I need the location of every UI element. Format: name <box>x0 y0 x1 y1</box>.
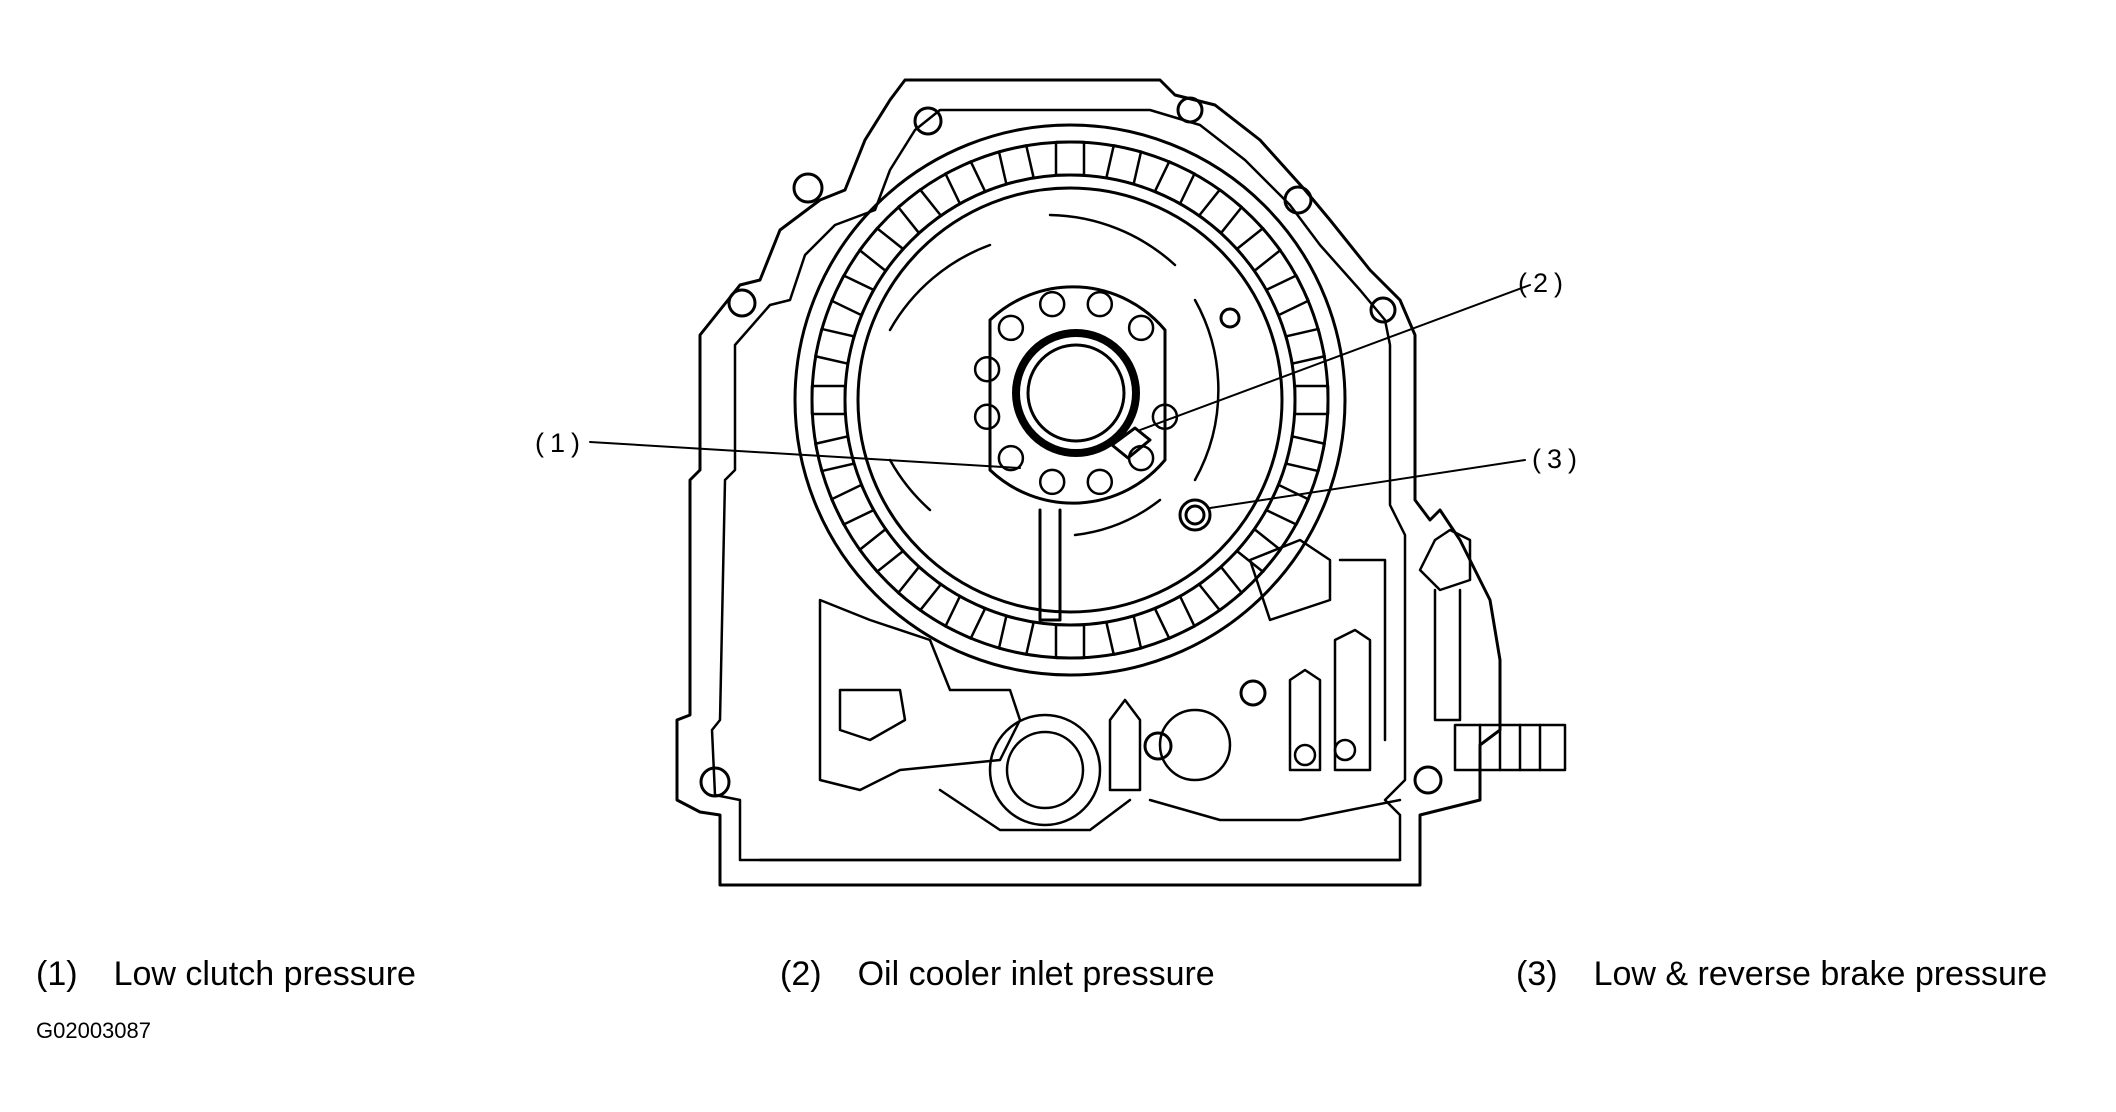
transmission-case-drawing: (1) (2) (3) <box>535 78 1583 887</box>
figure-id: G02003087 <box>36 1018 151 1043</box>
clutch-drum-edge <box>856 186 1284 614</box>
clutch-tooth <box>1105 614 1143 656</box>
hub-hole <box>997 314 1025 342</box>
hub-hole <box>1127 314 1155 342</box>
clutch-tooth <box>810 384 847 416</box>
valve-body <box>758 538 1402 862</box>
brake-pressure-port-inner <box>1184 504 1206 526</box>
clutch-tooth <box>997 614 1035 656</box>
clutch-tooth <box>1265 274 1310 317</box>
hub-hole <box>973 403 1001 431</box>
hub-hole <box>1086 468 1114 496</box>
legend-number: (2) <box>780 955 822 993</box>
clutch-tooth <box>1198 565 1244 612</box>
clutch-drum-inner <box>843 173 1297 627</box>
hub-hole <box>1127 444 1155 472</box>
hub-hole <box>997 444 1025 472</box>
side-plug <box>1418 528 1567 772</box>
clutch-tooth <box>1198 188 1244 235</box>
hub-plate <box>988 285 1167 505</box>
legend-item-3: (3) Low & reverse brake pressure <box>1516 955 2047 994</box>
callout-3: (3) <box>1532 444 1583 474</box>
clutch-tooth <box>1153 160 1196 205</box>
hub-hole <box>1038 290 1066 318</box>
oil-cooler-port <box>1110 426 1152 460</box>
case-outline <box>675 78 1502 887</box>
clutch-tooth <box>896 565 942 612</box>
clutch-tooth <box>944 160 987 205</box>
clutch-tooth <box>1235 226 1282 272</box>
hub-hole <box>1038 468 1066 496</box>
clutch-tooth <box>858 528 905 574</box>
clutch-tooth <box>1265 483 1310 526</box>
clutch-tooth <box>1284 327 1326 365</box>
leader-lines <box>589 284 1531 509</box>
legend-label: Low clutch pressure <box>113 955 416 993</box>
clutch-tooth <box>944 595 987 640</box>
clutch-drum-ring <box>810 140 1330 660</box>
clutch-tooth <box>830 274 875 317</box>
central-bore <box>1012 329 1140 457</box>
bolt-holes <box>699 96 1443 798</box>
central-bore-inner <box>1026 343 1126 443</box>
legend-item-2: (2) Oil cooler inlet pressure <box>780 955 1215 994</box>
legend-label: Oil cooler inlet pressure <box>857 955 1215 993</box>
gasket-line <box>710 108 1407 862</box>
clutch-teeth <box>810 140 1330 660</box>
clutch-tooth <box>1105 144 1143 186</box>
clutch-tooth <box>1284 435 1326 473</box>
clutch-tooth <box>858 226 905 272</box>
oil-channel <box>1038 508 1062 622</box>
clutch-drum-outer <box>793 123 1347 677</box>
legend-item-1: (1) Low clutch pressure <box>36 955 416 994</box>
clutch-tooth <box>1153 595 1196 640</box>
hub-port-holes <box>973 290 1179 496</box>
callout-2: (2) <box>1518 268 1569 298</box>
clutch-tooth <box>1293 384 1330 416</box>
clutch-tooth <box>1054 140 1086 177</box>
clutch-tooth <box>830 483 875 526</box>
oil-passage-arcs <box>888 213 1220 537</box>
legend-label: Low & reverse brake pressure <box>1593 955 2048 993</box>
clutch-tooth <box>896 188 942 235</box>
legend-number: (1) <box>36 955 78 993</box>
brake-pressure-port <box>1178 498 1212 532</box>
clutch-tooth <box>997 144 1035 186</box>
hub-hole <box>1086 290 1114 318</box>
clutch-tooth <box>814 435 856 473</box>
callout-1: (1) <box>535 428 586 458</box>
hub-hole <box>973 355 1001 383</box>
legend-number: (3) <box>1516 955 1558 993</box>
clutch-tooth <box>1054 623 1086 660</box>
clutch-tooth <box>814 327 856 365</box>
